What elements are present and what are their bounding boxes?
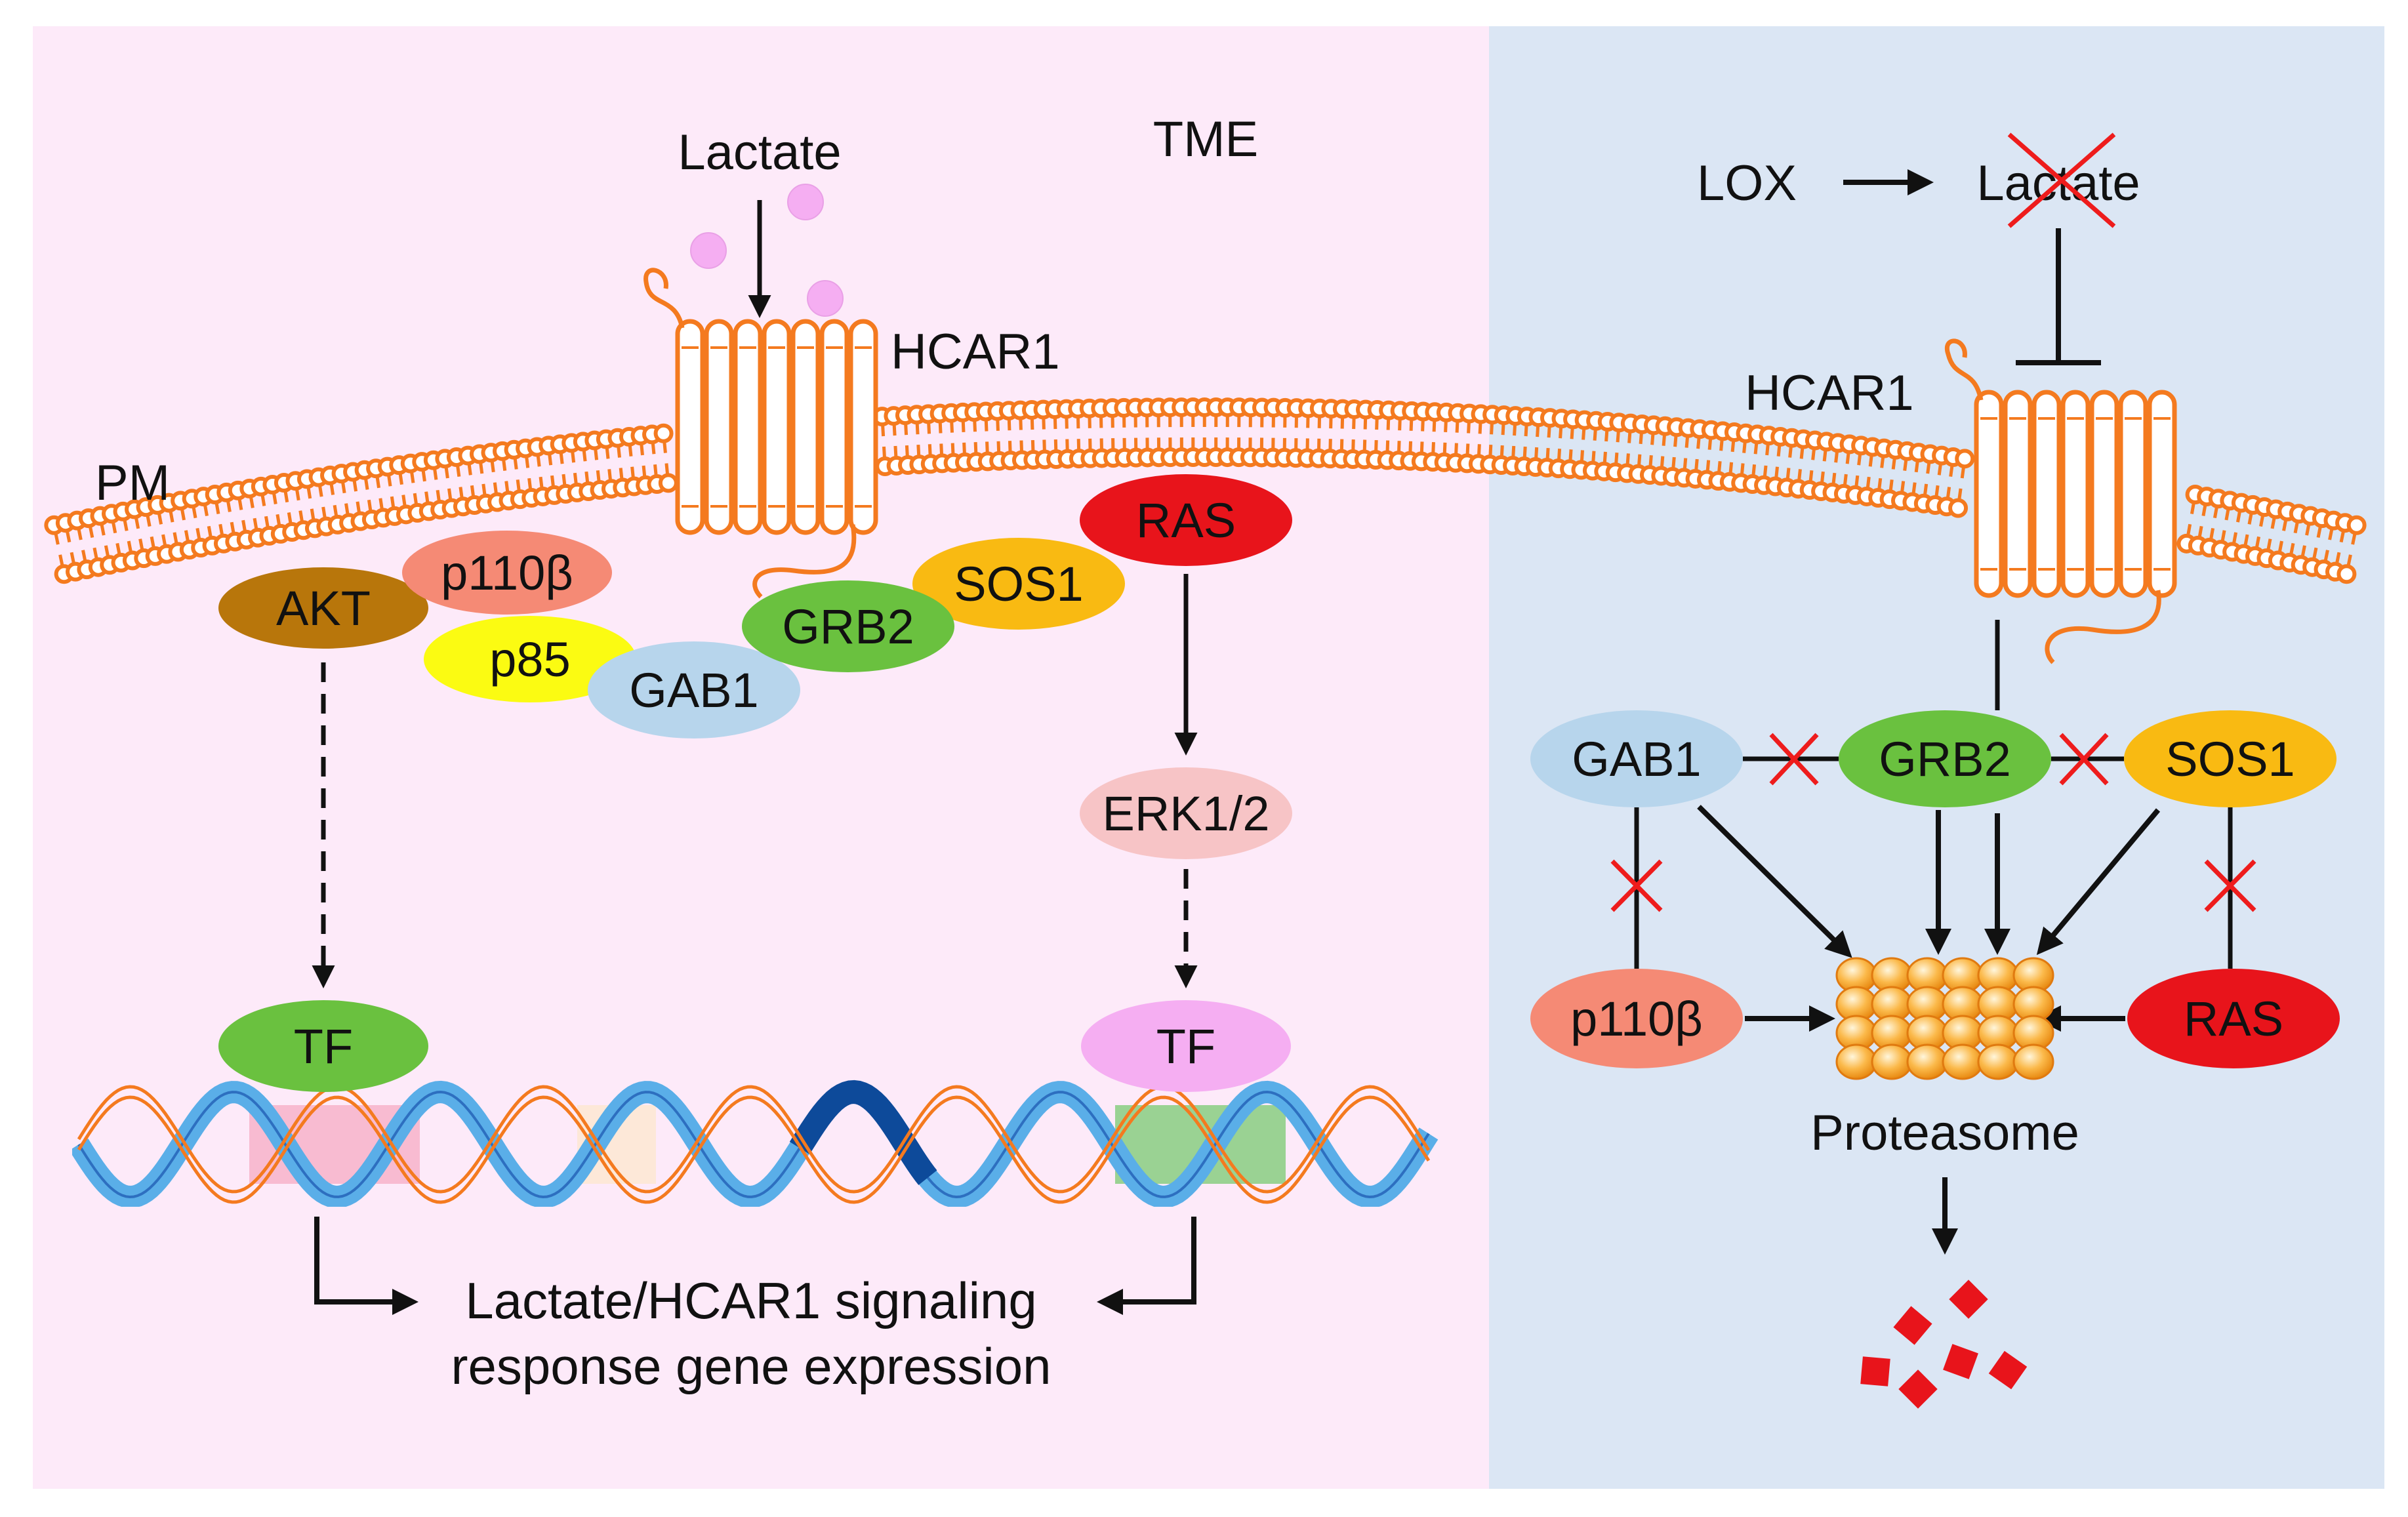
tf-node-left: TF	[218, 1000, 428, 1092]
p110b-node-right: p110β	[1530, 969, 1743, 1068]
p85-node: p85	[424, 616, 636, 702]
output-text-line1: Lactate/HCAR1 signaling	[465, 1272, 1036, 1329]
output-text-line2: response gene expression	[451, 1337, 1051, 1395]
fragment-piece	[1898, 1369, 1938, 1409]
fragment-piece	[1943, 1344, 1978, 1379]
hcar1-receptor-left	[643, 268, 878, 599]
p110b-node: p110β	[402, 531, 612, 615]
lactate-crossed-out-icon	[2007, 132, 2116, 228]
fragment-piece	[1860, 1356, 1890, 1386]
erk12-node: ERK1/2	[1080, 767, 1292, 859]
svg-text:p85: p85	[489, 632, 570, 687]
svg-text:p110β: p110β	[441, 546, 573, 600]
svg-text:RAS: RAS	[1136, 493, 1236, 548]
gab1-node: GAB1	[588, 641, 800, 738]
grb2-node-right: GRB2	[1839, 710, 2051, 807]
svg-text:GAB1: GAB1	[1572, 732, 1701, 786]
ras-node-right: RAS	[2127, 969, 2340, 1068]
svg-text:SOS1: SOS1	[954, 557, 1083, 611]
proteasome-icon	[1835, 957, 2054, 1080]
lox-label: LOX	[1697, 155, 1797, 211]
svg-text:RAS: RAS	[2184, 992, 2283, 1046]
plasma-membrane	[44, 397, 2367, 584]
svg-text:AKT: AKT	[276, 581, 371, 636]
fragment-piece	[1893, 1306, 1932, 1345]
lactate-label: Lactate	[678, 125, 841, 180]
svg-text:GRB2: GRB2	[1879, 732, 2011, 786]
hcar1-label-right: HCAR1	[1745, 365, 1914, 421]
svg-text:SOS1: SOS1	[2165, 732, 2295, 786]
dna-double-helix-icon	[72, 1080, 1439, 1207]
svg-text:ERK1/2: ERK1/2	[1102, 786, 1269, 841]
lactate-dot	[807, 280, 844, 317]
degradation-arrows	[1697, 805, 2161, 1255]
ras-node: RAS	[1080, 474, 1292, 566]
right-output-arrow	[1097, 1217, 1196, 1315]
degraded-fragments-icon	[1860, 1280, 2028, 1409]
svg-text:GAB1: GAB1	[629, 663, 758, 718]
gab1-node-right: GAB1	[1530, 710, 1743, 807]
svg-text:TF: TF	[1156, 1019, 1215, 1074]
left-output-arrow	[314, 1217, 418, 1315]
sos1-node-right: SOS1	[2124, 710, 2337, 807]
pm-label: PM	[95, 455, 170, 511]
hcar1-receptor-right	[1944, 338, 2177, 664]
tf-node-right: TF	[1081, 1000, 1291, 1092]
lactate-molecules-icon	[690, 184, 844, 317]
hcar1-label-left: HCAR1	[891, 324, 1060, 380]
grb2-node: GRB2	[742, 580, 954, 672]
akt-node: AKT	[218, 567, 428, 649]
fragment-piece	[1988, 1350, 2028, 1390]
lactate-dot	[787, 184, 824, 220]
lactate-dot	[690, 232, 727, 269]
svg-text:GRB2: GRB2	[782, 599, 914, 654]
tme-label: TME	[1153, 111, 1258, 167]
proteasome-label: Proteasome	[1810, 1105, 2079, 1161]
red-x-icons	[1610, 733, 2256, 912]
svg-text:p110β: p110β	[1570, 992, 1703, 1046]
fragment-piece	[1949, 1280, 1988, 1319]
sos1-node: SOS1	[912, 538, 1125, 630]
svg-text:TF: TF	[294, 1019, 353, 1074]
